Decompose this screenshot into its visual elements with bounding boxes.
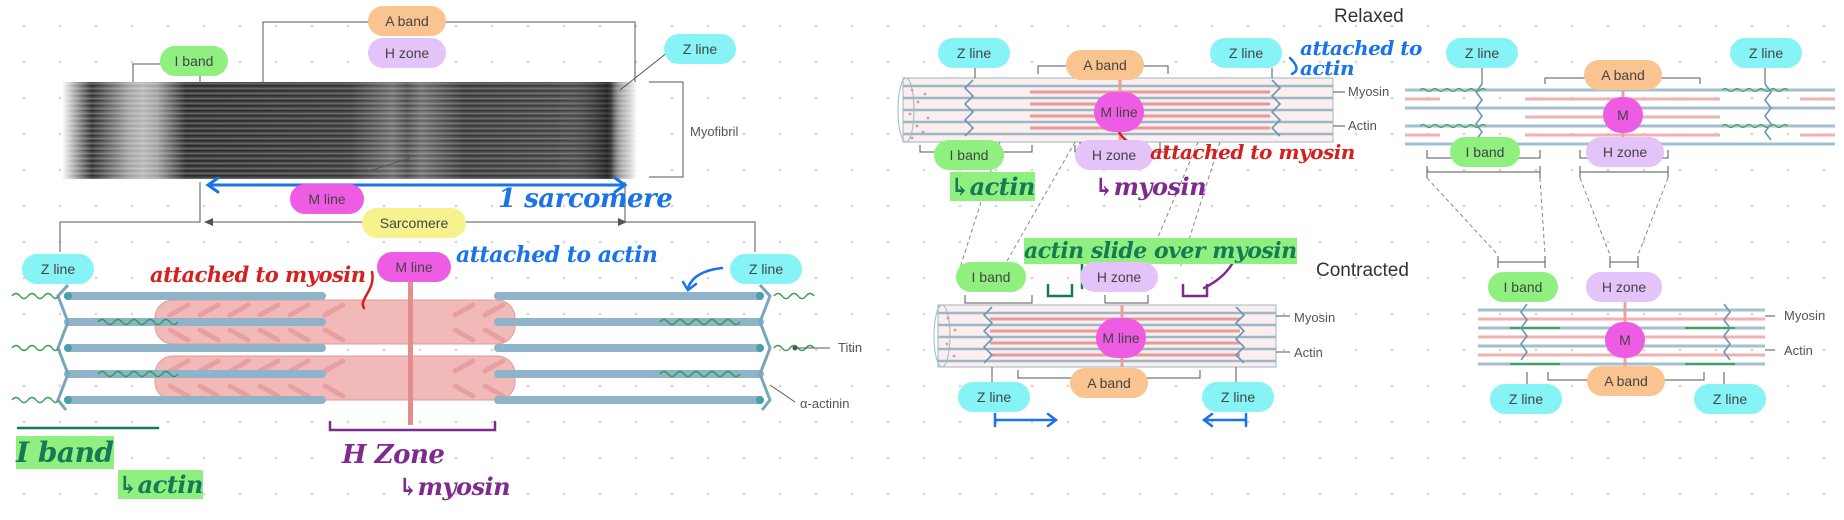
right-contracted-m-line: M [1605,322,1645,358]
annotation-i-band: I band [16,436,114,469]
annotation-myosin-left: ↳myosin [398,472,511,501]
annotation-h-zone: H Zone [342,440,445,470]
alpha-actinin-label: α-actinin [800,396,850,411]
contracted-h-zone: H zone [1080,262,1158,292]
m-line-label-micrograph: M line [290,184,364,214]
contracted-myosin-label: Myosin [1294,310,1336,325]
right-relaxed-a-band: A band [1584,60,1662,90]
right-relaxed-i-band: I band [1450,137,1520,167]
contracted-a-band: A band [1070,368,1148,398]
right-contracted-myosin-label: Myosin [1784,308,1826,323]
i-band-label: I band [160,46,228,76]
right-contracted-actin-label: Actin [1784,343,1813,358]
contracted-title: Contracted [1316,260,1409,281]
right-contracted-z-line-right: Z line [1694,384,1766,414]
m-line-label-schematic: M line [377,252,451,282]
z-line-label-right: Z line [730,254,802,284]
myofibril-micrograph [62,82,637,179]
z-line-label-left: Z line [22,254,94,284]
right-contracted-i-band: I band [1488,272,1558,302]
annotation-actin-slide-over-myosin: actin slide over myosin [1024,238,1297,264]
h-zone-label: H zone [368,38,446,68]
annotation-attached-to-actin-left: attached to actin [456,242,658,268]
z-line-label-micrograph: Z line [664,34,736,64]
myofibril-label: Myofibril [690,124,739,139]
sarcomere-schematic [11,265,830,425]
right-relaxed-m-line: M [1603,97,1643,133]
sarcomere-label: Sarcomere [362,208,466,238]
relaxed-z-line-left: Z line [938,38,1010,68]
annotation-actin-left: ↳actin [118,470,203,499]
right-contracted-z-line-left: Z line [1490,384,1562,414]
annotation-attached-to-myosin-left: attached to myosin [150,262,366,287]
annotation-attached-to-myosin-middle: attached to myosin [1150,140,1355,164]
relaxed-myosin-label: Myosin [1348,84,1390,99]
contracted-i-band: I band [956,262,1026,292]
right-contracted-a-band: A band [1587,366,1665,396]
right-contracted-h-zone: H zone [1586,272,1662,302]
contracted-m-line: M line [1096,318,1146,358]
titin-label: Titin [838,340,863,355]
right-relaxed-z-line-left: Z line [1446,38,1518,68]
annotation-attached-to-actin-middle: attached to actin [1300,36,1422,80]
contracted-z-line-left: Z line [958,382,1030,412]
relaxed-m-line: M line [1094,92,1144,132]
contracted-z-line-right: Z line [1202,382,1274,412]
relaxed-a-band: A band [1066,50,1144,80]
right-relaxed-z-line-right: Z line [1730,38,1802,68]
right-relaxed-h-zone: H zone [1586,137,1664,167]
a-band-label: A band [368,6,446,36]
relaxed-i-band: I band [934,140,1004,170]
relaxed-actin-label: Actin [1348,118,1377,133]
annotation-myosin-middle: ↳myosin [1094,172,1207,201]
annotation-actin-middle: ↳actin [950,172,1035,201]
contracted-actin-label: Actin [1294,345,1323,360]
relaxed-z-line-right: Z line [1210,38,1282,68]
relaxed-h-zone: H zone [1075,140,1153,170]
annotation-one-sarcomere: 1 sarcomere [498,184,673,214]
relaxed-title: Relaxed [1334,6,1404,27]
